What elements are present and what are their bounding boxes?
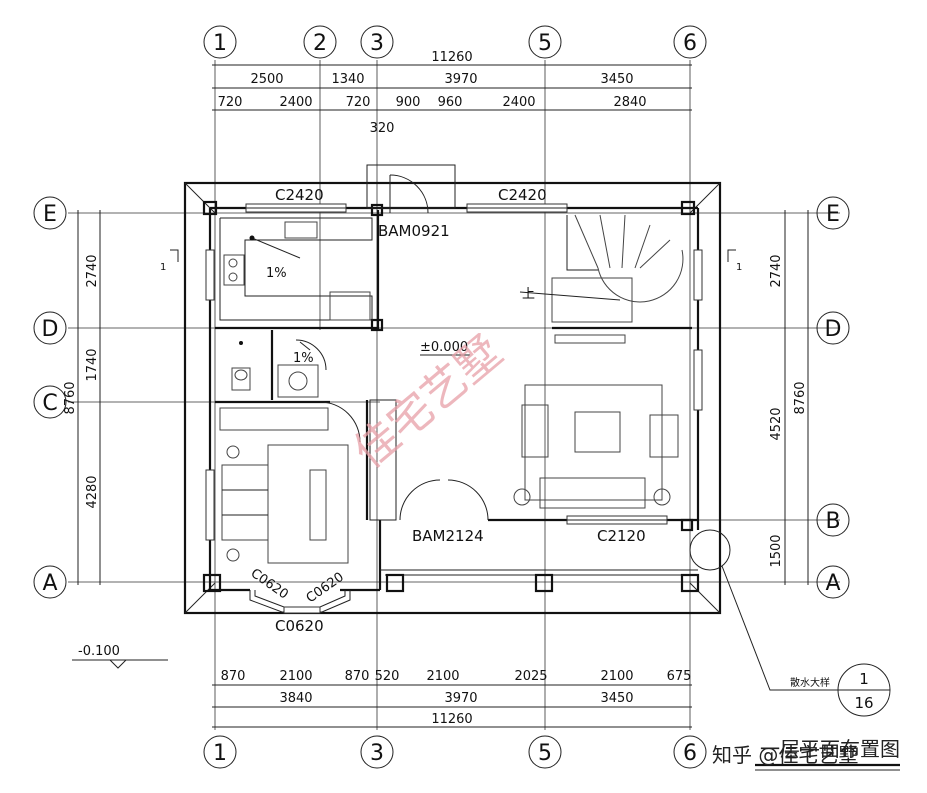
dim-total: 8760: [63, 381, 78, 414]
axis-label: 3: [370, 741, 384, 766]
dim-value: 720: [346, 95, 371, 110]
dim-value: 1500: [769, 534, 784, 567]
window-label: C0620: [248, 566, 291, 602]
door-label: BAM2124: [412, 527, 484, 545]
dim-value: 320: [370, 121, 395, 136]
detail-number: 1: [859, 670, 869, 688]
level-label: ±0.000: [420, 340, 468, 355]
dim-value: 870: [345, 669, 370, 684]
axis-label: D: [42, 317, 59, 342]
dim-value: 675: [667, 669, 692, 684]
dim-value: 3450: [600, 691, 633, 706]
dim-value: 2100: [426, 669, 459, 684]
title-text: 一层平面布置图: [760, 737, 900, 761]
bathroom: 1%: [231, 341, 319, 398]
window-label: C2420: [275, 186, 324, 204]
dim-total: 11260: [431, 712, 472, 727]
dim-value: 2025: [514, 669, 547, 684]
stair-up-label: 上: [522, 287, 535, 302]
axis-label: D: [825, 317, 842, 342]
dim-value: 2400: [502, 95, 535, 110]
axis-label: A: [825, 571, 840, 596]
axis-label: E: [826, 202, 840, 227]
axis-label: 6: [683, 741, 697, 766]
dim-value: 3450: [600, 72, 633, 87]
axis-label: E: [43, 202, 57, 227]
dim-total: 11260: [431, 50, 472, 65]
windows: [205, 203, 703, 541]
dimensions-top: 11260 2500 1340 3970 3450 720 2400 720 9…: [212, 50, 692, 136]
dim-value: 2100: [600, 669, 633, 684]
bedroom: [219, 407, 349, 564]
detail-sheet: 16: [854, 694, 873, 712]
slope-label: 1%: [293, 351, 314, 366]
axis-label: 1: [213, 741, 227, 766]
slope-label: 1%: [266, 266, 287, 281]
dim-value: 2740: [85, 254, 100, 287]
axis-bubbles-bottom: 1 3 5 6: [203, 735, 707, 769]
dim-value: 2400: [279, 95, 312, 110]
dim-value: 3840: [279, 691, 312, 706]
dimensions-left: 2740 1740 4280 8760: [63, 210, 101, 585]
detail-text: 散水大样: [790, 676, 830, 689]
dimensions-bottom: 870 2100 870 520 2100 2025 2100 675 3840…: [212, 669, 692, 728]
drawing-title: 一层平面布置图: [755, 737, 900, 771]
dim-value: 520: [375, 669, 400, 684]
axis-bubbles-right: E D B A: [816, 196, 850, 599]
dim-value: 2100: [279, 669, 312, 684]
axis-bubbles-top: 1 2 3 5 6: [203, 25, 707, 59]
outdoor-level-label: -0.100: [78, 644, 120, 659]
axis-label: B: [825, 509, 840, 534]
kitchen: 1%: [219, 217, 373, 321]
axis-label: C: [42, 391, 57, 416]
axis-label: 2: [313, 31, 327, 56]
dim-value: 720: [218, 95, 243, 110]
section-mark: 1: [160, 262, 166, 273]
dimensions-right: 2740 4520 1500 8760: [769, 210, 809, 585]
dim-value: 1340: [331, 72, 364, 87]
axis-label: 3: [370, 31, 384, 56]
window-label: C2120: [597, 527, 646, 545]
axis-label: 1: [213, 31, 227, 56]
window-label: C2420: [498, 186, 547, 204]
axis-bubbles-left: E D C A: [33, 196, 67, 599]
living-room: [513, 384, 679, 509]
outdoor-level: -0.100: [72, 644, 168, 669]
dim-value: 4520: [769, 407, 784, 440]
doors: [295, 174, 489, 521]
grid-lines: [68, 60, 840, 730]
axis-label: A: [42, 571, 57, 596]
dim-value: 900: [396, 95, 421, 110]
stair: 上: [519, 214, 684, 344]
window-label: C0620: [275, 617, 324, 635]
axis-label: 5: [538, 31, 552, 56]
door-label: BAM0921: [378, 222, 450, 240]
dim-value: 2500: [250, 72, 283, 87]
dim-value: 3970: [444, 72, 477, 87]
dim-value: 2840: [613, 95, 646, 110]
dim-value: 1740: [85, 348, 100, 381]
dim-value: 4280: [85, 475, 100, 508]
window-label: C0620: [304, 570, 347, 606]
dim-value: 2740: [769, 254, 784, 287]
dim-value: 3970: [444, 691, 477, 706]
dim-value: 960: [438, 95, 463, 110]
section-mark: 1: [736, 262, 742, 273]
axis-label: 5: [538, 741, 552, 766]
source-watermark: 知乎 @佳宅艺墅: [712, 743, 858, 767]
detail-callout: 散水大样 1 16: [689, 529, 891, 717]
axis-label: 6: [683, 31, 697, 56]
dim-total: 8760: [793, 381, 808, 414]
dim-value: 870: [221, 669, 246, 684]
